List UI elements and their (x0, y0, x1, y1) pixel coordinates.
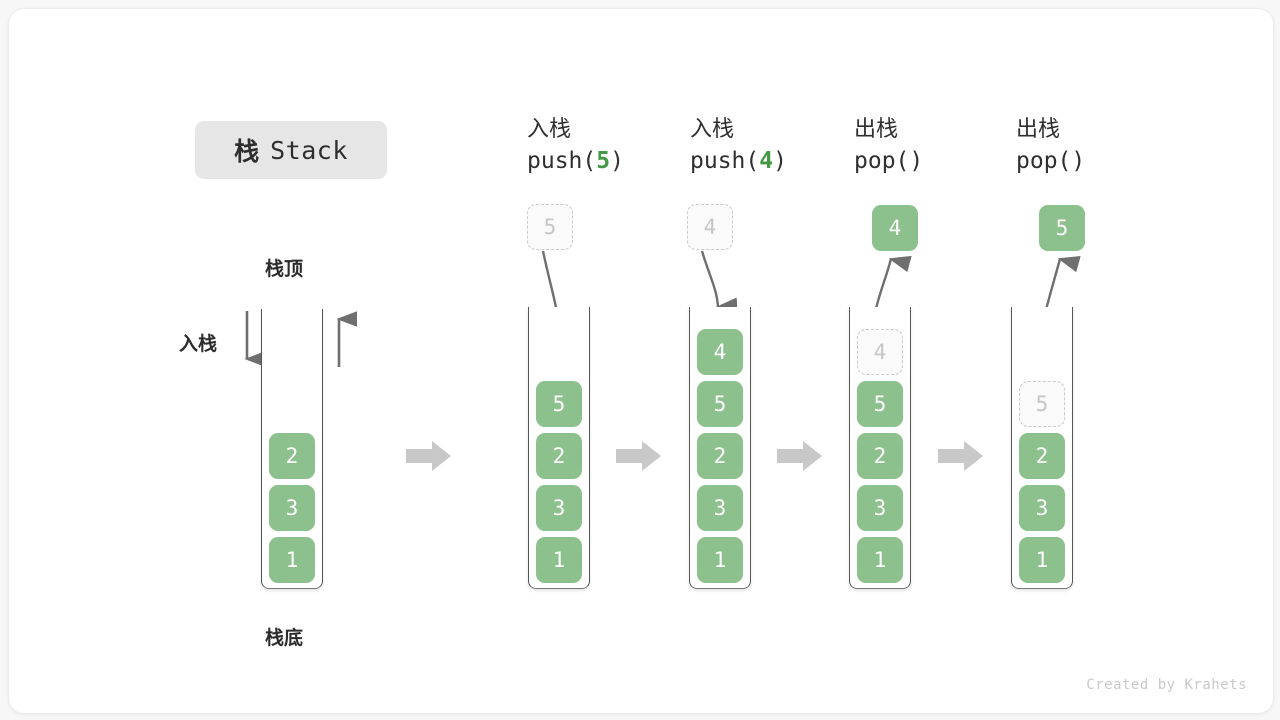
step-header-fn: push(5) (527, 145, 687, 177)
stack-cell: 1 (1019, 537, 1065, 583)
page-title-en: Stack (270, 135, 348, 165)
stack-cell: 3 (857, 485, 903, 531)
transition-arrow (616, 441, 661, 471)
floating-cell: 5 (527, 204, 573, 250)
step-header-pop-4: 出栈 pop() (854, 115, 1014, 177)
stack-cell: 3 (536, 485, 582, 531)
page-title-cn: 栈 (234, 137, 261, 166)
stack-cell: 2 (697, 433, 743, 479)
stack-cell: 2 (536, 433, 582, 479)
stack-cell-ghost: 5 (1019, 381, 1065, 427)
step-header-cn: 入栈 (690, 117, 735, 142)
stack-cell: 2 (269, 433, 315, 479)
stack-cell: 3 (269, 485, 315, 531)
fn-prefix: pop( (854, 148, 910, 174)
transition-arrow (406, 441, 451, 471)
fn-arg: 5 (596, 148, 611, 174)
step-header-pop-5: 出栈 pop() (1016, 115, 1176, 177)
page-title: 栈 Stack (195, 121, 387, 179)
step-header-cn: 入栈 (527, 117, 572, 142)
diagram-canvas: 栈 Stack 栈顶 入栈 2 3 1 栈底 入栈 push(5) 5 (8, 8, 1274, 714)
step-header-push-5: 入栈 push(5) (527, 115, 687, 177)
step-header-cn: 出栈 (854, 117, 899, 142)
step-header-push-4: 入栈 push(4) (690, 115, 850, 177)
stack-cell: 5 (536, 381, 582, 427)
fn-prefix: push( (690, 148, 760, 174)
floating-cell: 4 (687, 204, 733, 250)
stack-cell: 1 (697, 537, 743, 583)
transition-arrow (777, 441, 822, 471)
stack-cell: 4 (697, 329, 743, 375)
step-header-cn: 出栈 (1016, 117, 1061, 142)
step-header-fn: pop() (1016, 145, 1176, 177)
fn-prefix: push( (527, 148, 597, 174)
stack-cell: 5 (697, 381, 743, 427)
stack-cell: 2 (857, 433, 903, 479)
stack-cell: 3 (697, 485, 743, 531)
stack-cell: 2 (1019, 433, 1065, 479)
floating-cell: 4 (872, 205, 918, 251)
floating-cell: 5 (1039, 205, 1085, 251)
stack-cell-ghost: 4 (857, 329, 903, 375)
stack-cell: 1 (269, 537, 315, 583)
fn-suffix: ) (773, 148, 787, 174)
stack-bottom-label: 栈底 (265, 627, 304, 649)
stack-cell: 1 (536, 537, 582, 583)
stack-cell: 5 (857, 381, 903, 427)
fn-suffix: ) (610, 148, 624, 174)
fn-suffix: ) (1071, 148, 1086, 174)
step-header-fn: pop() (854, 145, 1014, 177)
stack-top-label: 栈顶 (265, 258, 304, 280)
push-flow-arrow (700, 250, 738, 315)
fn-suffix: ) (909, 148, 924, 174)
transition-arrow (938, 441, 983, 471)
stack-cell: 3 (1019, 485, 1065, 531)
pop-direction-arrow (336, 311, 358, 367)
credit-text: Created by Krahets (1086, 677, 1247, 693)
push-direction-label: 入栈 (179, 333, 218, 355)
step-header-fn: push(4) (690, 145, 850, 177)
fn-arg: 4 (759, 148, 774, 174)
push-direction-arrow (244, 311, 266, 367)
stack-cell: 1 (857, 537, 903, 583)
fn-prefix: pop( (1016, 148, 1072, 174)
